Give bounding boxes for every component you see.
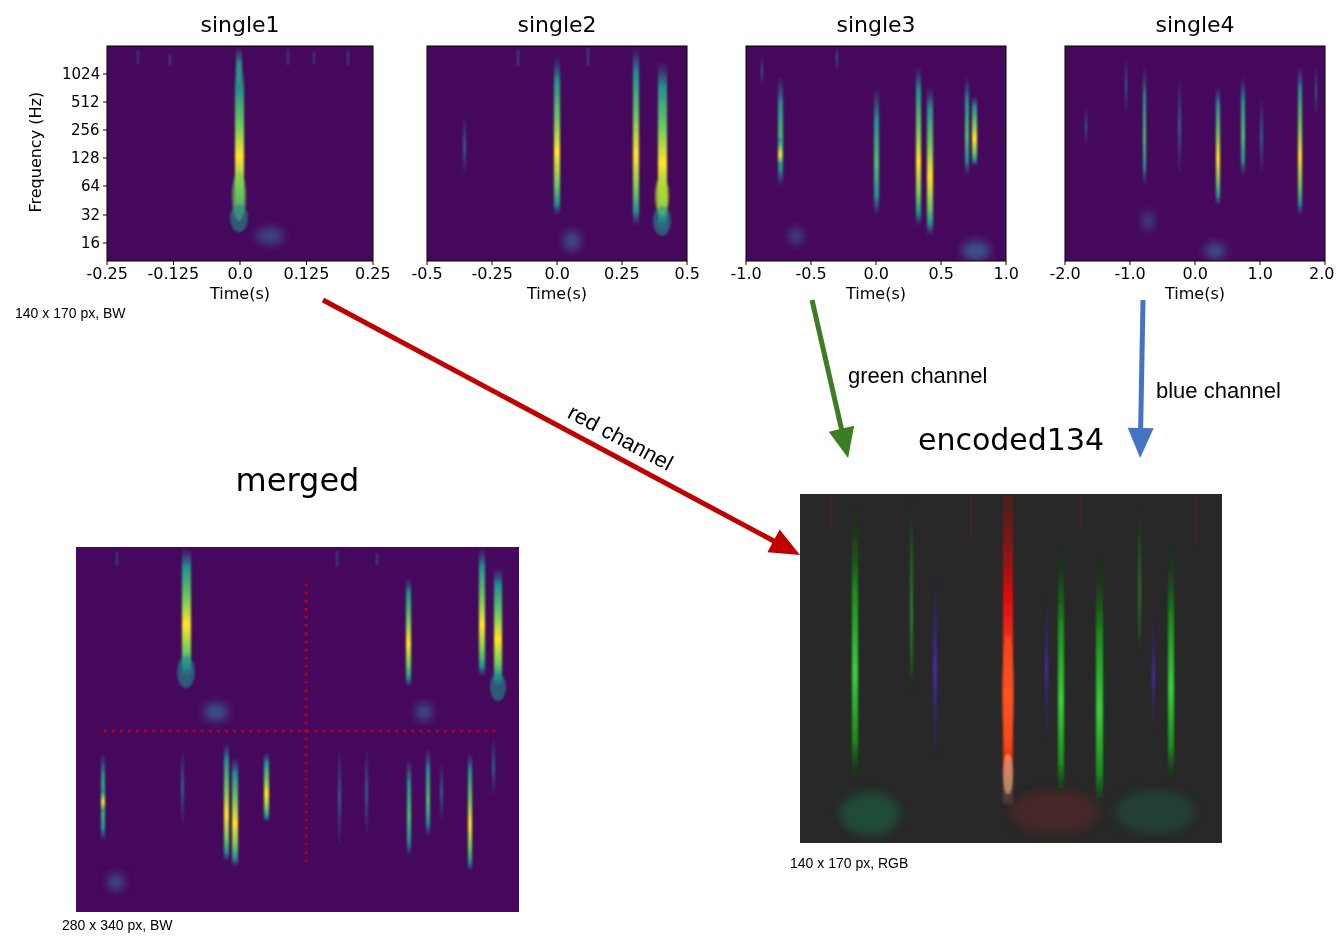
channel-label: green channel bbox=[848, 363, 987, 388]
arrow-shaft bbox=[323, 300, 777, 543]
tick-label: 1024 bbox=[62, 66, 100, 83]
tick-label: 0.5 bbox=[929, 265, 954, 283]
spectrogram-panel: single3 bbox=[746, 10, 1006, 300]
axis-title: Frequency (Hz) bbox=[27, 92, 45, 213]
tick-label: 0.0 bbox=[228, 265, 253, 283]
axis-title: Time(s) bbox=[846, 285, 906, 303]
arrow-head bbox=[767, 529, 800, 555]
panel-title: merged bbox=[236, 462, 360, 499]
tick-label: 128 bbox=[71, 150, 100, 167]
channel-arrow bbox=[812, 300, 854, 458]
spectrogram-panel: single2 bbox=[427, 10, 687, 300]
axis-title: Time(s) bbox=[527, 285, 587, 303]
tick-label: 1.0 bbox=[994, 265, 1019, 283]
tick-label: 0.25 bbox=[355, 265, 391, 283]
tick-label: 0.5 bbox=[675, 265, 700, 283]
panel-title: single2 bbox=[517, 12, 596, 37]
spectrogram-plot bbox=[427, 46, 687, 261]
tick-label: -0.25 bbox=[87, 265, 128, 283]
tick-label: -0.25 bbox=[472, 265, 513, 283]
tick-label: 0.0 bbox=[545, 265, 570, 283]
panel-title: single4 bbox=[1155, 12, 1234, 37]
size-note: 280 x 340 px, BW bbox=[62, 917, 173, 933]
channel-arrow bbox=[1128, 300, 1154, 458]
arrow-shaft bbox=[812, 300, 842, 433]
arrow-shaft bbox=[1141, 300, 1143, 432]
size-note: 140 x 170 px, RGB bbox=[790, 855, 908, 871]
tick-label: -0.5 bbox=[412, 265, 443, 283]
spectrogram-plot bbox=[107, 46, 373, 261]
tick-label: 32 bbox=[81, 207, 100, 224]
tick-label: 512 bbox=[71, 94, 100, 111]
tick-label: 256 bbox=[71, 122, 100, 139]
axis-ticks bbox=[103, 74, 1325, 265]
tick-label: -0.125 bbox=[148, 265, 200, 283]
spectrogram-plot bbox=[746, 46, 1006, 261]
tick-label: -2.0 bbox=[1050, 265, 1081, 283]
tick-label: 16 bbox=[81, 235, 100, 252]
panel-title: encoded134 bbox=[918, 423, 1104, 458]
tick-label: 0.25 bbox=[604, 265, 640, 283]
panel-title: single1 bbox=[200, 12, 279, 37]
channel-arrow bbox=[323, 300, 800, 555]
size-note: 140 x 170 px, BW bbox=[15, 305, 126, 321]
tick-label: 64 bbox=[81, 178, 100, 195]
tick-label: 0.125 bbox=[284, 265, 330, 283]
tick-label: -1.0 bbox=[1115, 265, 1146, 283]
arrow-head bbox=[1128, 428, 1154, 458]
rgb-spectrogram bbox=[800, 494, 1222, 843]
tick-label: 0.0 bbox=[1183, 265, 1208, 283]
merged-image: merged bbox=[76, 547, 519, 912]
merged-spectrogram bbox=[76, 547, 519, 912]
tick-label: 2.0 bbox=[1309, 265, 1334, 283]
rgb-image: encoded134 bbox=[800, 458, 1222, 843]
spectrogram-plot bbox=[1065, 46, 1325, 261]
tick-label: 1.0 bbox=[1248, 265, 1273, 283]
axis-title: Time(s) bbox=[1165, 285, 1225, 303]
axis-title: Time(s) bbox=[210, 285, 270, 303]
tick-label: -0.5 bbox=[796, 265, 827, 283]
spectrogram-panel: single4 bbox=[1065, 10, 1325, 300]
split-guides bbox=[105, 585, 500, 862]
tick-label: -1.0 bbox=[731, 265, 762, 283]
panel-title: single3 bbox=[836, 12, 915, 37]
arrow-head bbox=[829, 426, 854, 458]
tick-label: 0.0 bbox=[864, 265, 889, 283]
spectrogram-panel: single1 bbox=[107, 10, 373, 300]
channel-label: blue channel bbox=[1156, 378, 1281, 403]
